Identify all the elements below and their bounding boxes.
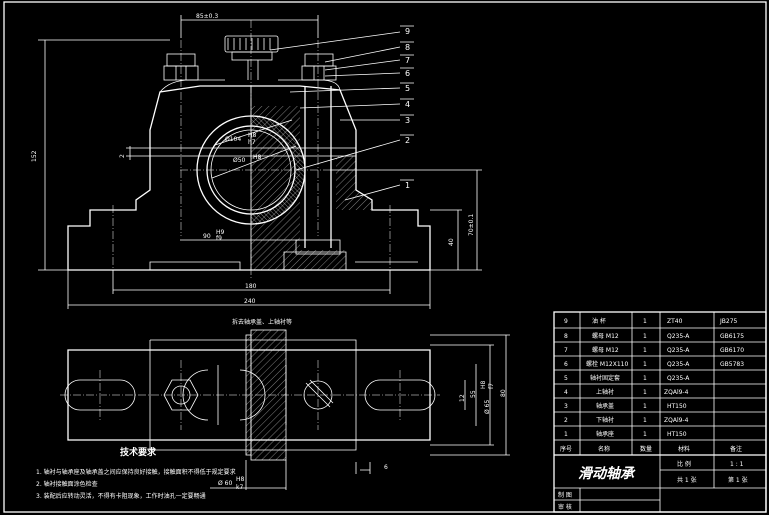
part-row-remark: JB275 — [719, 318, 738, 325]
technical-requirements: 技术要求 1. 轴衬与轴承座及轴承盖之间应保持良好接触，接触面积不得低于规定要求… — [36, 446, 236, 500]
dim-shoulder-fit-num: H9 — [216, 229, 225, 236]
part-label-2: 2 — [405, 136, 410, 145]
dim-center-height: 70±0.1 — [468, 214, 475, 236]
top-view: 拆去轴承盖、上轴衬等 12 55 Ø 65 — [60, 318, 510, 491]
part-row-material: Q235-A — [667, 375, 690, 382]
part-row-name: 螺母 M12 — [592, 332, 619, 340]
checked-by-label: 审 核 — [558, 503, 572, 511]
part-row-qty: 1 — [643, 347, 647, 354]
part-row-name: 下轴衬 — [596, 416, 614, 424]
part-row-remark: GB6170 — [720, 347, 744, 354]
part-row-no: 7 — [564, 347, 568, 354]
part-row-no: 4 — [564, 389, 568, 396]
part-row-material: ZQAl9-4 — [664, 417, 689, 424]
part-row-no: 9 — [564, 318, 568, 325]
part-row-material: ZQAl9-4 — [664, 389, 689, 396]
dim-shoulder: 90 — [203, 233, 211, 240]
dim-base-height: 40 — [448, 238, 455, 246]
front-view: 85±0.3 152 2 Ø104 H8 h7 Ø50 H8 90 H9 f9 … — [31, 13, 482, 309]
part-row-name: 轴承盖 — [596, 402, 614, 410]
header-qty: 数量 — [640, 445, 652, 453]
part-row-no: 2 — [564, 417, 568, 424]
tech-req-item-3: 3. 装配后应转动灵活，不得有卡阻现象，工作时油孔一定要畅通 — [36, 492, 206, 500]
drawing-title: 滑动轴承 — [578, 465, 636, 482]
scale-value: 1 : 1 — [730, 461, 744, 468]
parts-table: 9 油 杯 1 ZT40 JB275 8 螺母 M12 1 Q235-A GB6… — [553, 311, 767, 513]
dim-bore-inner-fit: H8 — [253, 154, 262, 161]
tech-req-title: 技术要求 — [120, 446, 157, 458]
dim-bore-outer: Ø104 — [225, 136, 241, 143]
dim-dia-60-fit-num: H8 — [236, 476, 245, 483]
dim-dia-60-fit-den: k7 — [236, 484, 243, 491]
dim-total-width: 240 — [244, 298, 256, 305]
dim-bore-outer-fit-num: H8 — [248, 132, 257, 139]
dim-55: 55 — [470, 390, 477, 398]
part-label-3: 3 — [405, 116, 410, 125]
part-row-name: 螺栓 M12X110 — [586, 360, 628, 368]
dim-dia-65-fit-den: f7 — [488, 383, 495, 389]
part-row-remark: GB6175 — [720, 333, 744, 340]
part-label-6: 6 — [405, 69, 410, 78]
part-row-material: Q235-A — [667, 333, 690, 340]
header-no: 序号 — [560, 445, 572, 453]
header-name: 名称 — [598, 445, 610, 453]
part-label-1: 1 — [405, 181, 410, 190]
tech-req-item-2: 2. 轴衬接触面涂色检查 — [36, 480, 98, 488]
part-row-no: 3 — [564, 403, 568, 410]
sheet-number: 第 1 张 — [728, 476, 748, 484]
part-row-material: Q235-A — [667, 361, 690, 368]
scale-label: 比 例 — [677, 460, 691, 468]
part-row-remark: GB5783 — [720, 361, 744, 368]
part-row-material: ZT40 — [667, 318, 683, 325]
part-row-name: 油 杯 — [592, 317, 606, 325]
part-row-material: HT150 — [667, 431, 687, 438]
sheets-total: 共 1 张 — [677, 476, 697, 484]
dim-shoulder-fit-den: f9 — [216, 235, 222, 242]
part-row-qty: 1 — [643, 375, 647, 382]
part-label-4: 4 — [405, 100, 410, 109]
dim-bore-outer-fit-den: h7 — [248, 139, 256, 146]
part-row-qty: 1 — [643, 417, 647, 424]
dim-12: 12 — [459, 394, 466, 402]
dim-total-height: 152 — [31, 150, 38, 162]
part-row-qty: 1 — [643, 333, 647, 340]
header-remark: 备注 — [730, 445, 742, 453]
part-row-no: 5 — [564, 375, 568, 382]
part-row-no: 6 — [564, 361, 568, 368]
dim-6: 6 — [384, 464, 388, 471]
part-row-no: 8 — [564, 333, 568, 340]
dim-bolt-span: 180 — [245, 283, 257, 290]
dim-dia-65-fit-num: H8 — [480, 380, 487, 389]
header-material: 材料 — [678, 445, 690, 453]
dim-bore-inner: Ø50 — [233, 157, 246, 164]
part-row-material: Q235-A — [667, 347, 690, 354]
part-label-7: 7 — [405, 56, 410, 65]
part-row-qty: 1 — [643, 361, 647, 368]
part-label-5: 5 — [405, 84, 410, 93]
part-row-qty: 1 — [643, 389, 647, 396]
tech-req-item-1: 1. 轴衬与轴承座及轴承盖之间应保持良好接触，接触面积不得低于规定要求 — [36, 468, 236, 476]
part-label-8: 8 — [405, 43, 410, 52]
dim-dia-60: Ø 60 — [218, 480, 232, 487]
top-view-note: 拆去轴承盖、上轴衬等 — [232, 318, 292, 326]
drawing-frame — [3, 1, 767, 513]
part-row-name: 轴承座 — [596, 430, 614, 438]
part-row-qty: 1 — [643, 431, 647, 438]
part-row-name: 螺母 M12 — [592, 346, 619, 354]
dim-80: 80 — [500, 389, 507, 397]
parts-rows: 9 油 杯 1 ZT40 JB275 8 螺母 M12 1 Q235-A GB6… — [564, 317, 744, 438]
part-row-no: 1 — [564, 431, 568, 438]
part-row-qty: 1 — [643, 403, 647, 410]
dim-gap: 2 — [119, 154, 126, 158]
dim-top-width: 85±0.3 — [196, 13, 218, 20]
drawn-by-label: 制 图 — [558, 491, 572, 499]
dim-dia-65: Ø 65 — [484, 400, 491, 414]
part-label-9: 9 — [405, 27, 410, 36]
part-row-name: 轴衬固定套 — [590, 374, 620, 382]
part-row-name: 上轴衬 — [596, 388, 614, 396]
part-row-material: HT150 — [667, 403, 687, 410]
part-row-qty: 1 — [643, 318, 647, 325]
